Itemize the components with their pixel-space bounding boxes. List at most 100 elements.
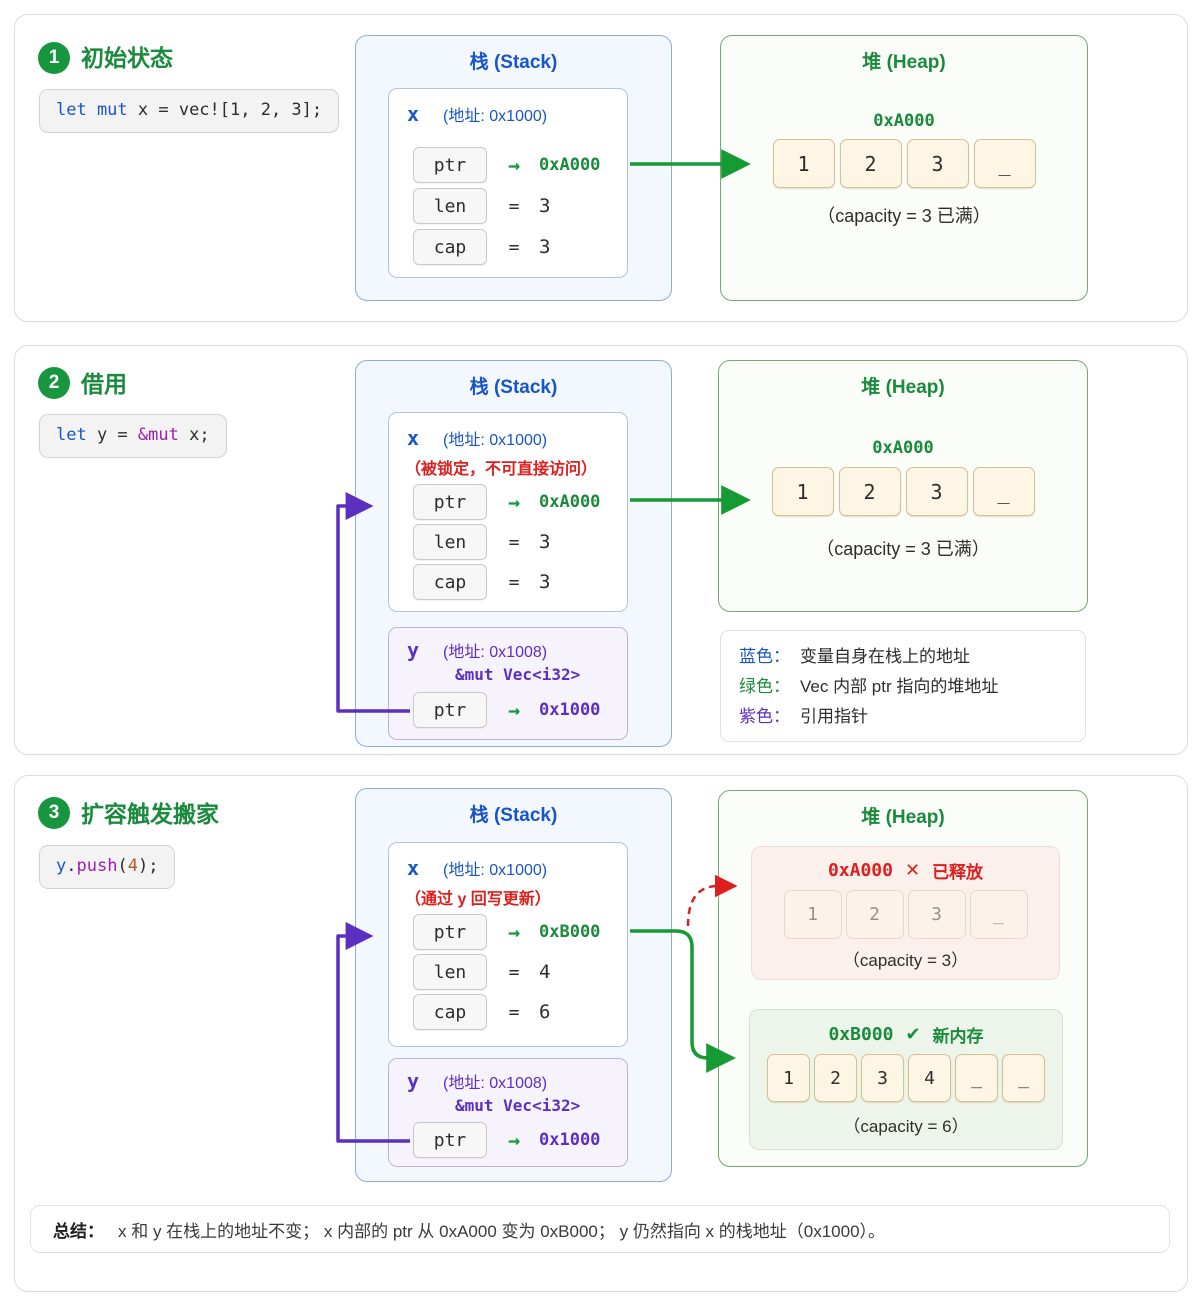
code-text: );: [137, 856, 159, 876]
stack-row-ptr: ptr → 0xB000: [413, 914, 600, 950]
color-legend: 蓝色： 变量自身在栈上的地址 绿色： Vec 内部 ptr 指向的堆地址 紫色：…: [720, 630, 1086, 742]
var-type: &mut Vec<i32>: [455, 1096, 581, 1115]
code-operator: &mut: [137, 425, 179, 445]
field-label: len: [413, 954, 487, 990]
heap-panel-2: 堆 (Heap) 0xA000 1 2 3 _ （capacity = 3 已满…: [718, 360, 1088, 612]
var-address: (地址: 0x1008): [443, 644, 548, 661]
var-name: x: [407, 102, 420, 126]
code-snippet-2: let y = &mut x;: [39, 414, 227, 458]
heap-panel-3: 堆 (Heap) 0xA000 ✕ 已释放 1 2 3 _ （capacity …: [718, 790, 1088, 1167]
stack-panel-title: 栈 (Stack): [469, 805, 558, 826]
heap-panel-title: 堆 (Heap): [861, 377, 945, 398]
field-value: 0x1000: [539, 700, 601, 720]
code-keyword: let: [56, 425, 87, 445]
stack-row-len: len = 3: [413, 188, 550, 224]
step-3-badge: 3: [38, 797, 70, 829]
heap-cell: _: [955, 1054, 998, 1102]
heap-cell: 1: [767, 1054, 810, 1102]
heap-cell: _: [972, 467, 1035, 516]
field-value: 4: [539, 961, 551, 983]
code-keyword: let mut: [56, 100, 128, 120]
pointer-arrow-glyph: →: [507, 490, 521, 514]
var-name: x: [407, 856, 420, 880]
heap-cells: 1 2 3 4 _ _: [750, 1054, 1062, 1102]
field-value: 3: [539, 195, 551, 217]
var-y-box-3: y (地址: 0x1008) &mut Vec<i32> ptr → 0x100…: [388, 1058, 628, 1167]
stack-panel-title: 栈 (Stack): [469, 52, 558, 73]
stack-row-len: len = 3: [413, 524, 550, 560]
field-label: len: [413, 188, 487, 224]
freed-label: 已释放: [932, 863, 984, 882]
heap-cell: 2: [838, 467, 901, 516]
field-label: cap: [413, 564, 487, 600]
stack-row-len: len = 4: [413, 954, 550, 990]
var-y-header: y (地址: 0x1008): [407, 637, 547, 663]
heap-cell: 1: [771, 467, 834, 516]
heap-cell: 2: [839, 139, 902, 188]
equals-glyph: =: [508, 571, 520, 593]
legend-item-blue: 蓝色： 变量自身在栈上的地址: [739, 642, 1067, 672]
var-name: x: [407, 426, 420, 450]
new-block-title: 0xB000 ✔ 新内存: [750, 1022, 1062, 1047]
heap-address: 0xA000: [827, 860, 893, 881]
heap-new-block: 0xB000 ✔ 新内存 1 2 3 4 _ _ （capacity = 6）: [749, 1009, 1063, 1150]
stack-panel-title: 栈 (Stack): [469, 377, 558, 398]
heap-cell: 3: [907, 890, 966, 939]
heap-cell: 4: [908, 1054, 951, 1102]
heap-freed-block: 0xA000 ✕ 已释放 1 2 3 _ （capacity = 3）: [751, 846, 1060, 980]
field-label: ptr: [413, 147, 487, 183]
freed-block-title: 0xA000 ✕ 已释放: [752, 858, 1059, 883]
legend-term: 绿色：: [739, 677, 790, 696]
var-address: (地址: 0x1000): [443, 432, 548, 449]
heap-cell: _: [973, 139, 1036, 188]
heap-caption: （capacity = 3 已满）: [816, 539, 990, 559]
heap-cells: 1 2 3 _: [719, 467, 1087, 516]
legend-desc: Vec 内部 ptr 指向的堆地址: [800, 677, 999, 696]
field-label: ptr: [413, 484, 487, 520]
step-3-title: 扩容触发搬家: [81, 801, 219, 827]
heap-address: 0xA000: [873, 111, 935, 131]
legend-term: 紫色：: [739, 707, 790, 726]
var-type: &mut Vec<i32>: [455, 665, 581, 684]
field-value: 3: [539, 571, 551, 593]
writeback-note: （通过 y 回写更新）: [405, 891, 551, 908]
step-1-badge: 1: [38, 42, 70, 74]
heap-cells: 1 2 3 _: [721, 139, 1087, 188]
summary-label: 总结：: [53, 1221, 104, 1241]
heap-panel-title: 堆 (Heap): [862, 52, 946, 73]
code-var: y: [56, 856, 67, 876]
summary-text: x 和 y 在栈上的地址不变； x 内部的 ptr 从 0xA000 变为 0x…: [118, 1221, 886, 1241]
var-address: (地址: 0x1000): [443, 862, 548, 879]
field-label: cap: [413, 229, 487, 265]
equals-glyph: =: [508, 195, 520, 217]
field-label: cap: [413, 994, 487, 1030]
pointer-arrow-glyph: →: [507, 1128, 521, 1152]
heap-cell: 2: [845, 890, 904, 939]
step-2-badge: 2: [38, 367, 70, 399]
code-snippet-1: let mut x = vec![1, 2, 3];: [39, 89, 340, 133]
code-text: x;: [178, 425, 210, 445]
heap-caption: （capacity = 3）: [842, 951, 969, 970]
heap-cell: 3: [906, 139, 969, 188]
equals-glyph: =: [508, 531, 520, 553]
code-text: (: [117, 856, 128, 876]
summary-box: 总结： x 和 y 在栈上的地址不变； x 内部的 ptr 从 0xA000 变…: [30, 1205, 1170, 1253]
code-snippet-3: y.push(4);: [39, 845, 176, 889]
step-2-title: 借用: [81, 371, 127, 397]
heap-panel-1: 堆 (Heap) 0xA000 1 2 3 _ （capacity = 3 已满…: [720, 35, 1088, 301]
var-x-box-1: x (地址: 0x1000) ptr → 0xA000 len = 3 cap …: [388, 88, 628, 278]
borrow-locked-note: （被锁定，不可直接访问）: [405, 461, 598, 478]
new-label: 新内存: [932, 1027, 984, 1046]
field-label: ptr: [413, 692, 487, 728]
var-x-header: x (地址: 0x1000): [407, 425, 547, 451]
field-label: ptr: [413, 1122, 487, 1158]
heap-address: 0xA000: [872, 438, 934, 458]
field-value: 0xB000: [539, 922, 601, 942]
var-y-header: y (地址: 0x1008): [407, 1068, 547, 1094]
code-text: .: [66, 856, 77, 876]
equals-glyph: =: [508, 1001, 520, 1023]
stack-row-ptr: ptr → 0x1000: [413, 692, 600, 728]
equals-glyph: =: [508, 236, 520, 258]
heap-cell: 3: [905, 467, 968, 516]
stack-row-cap: cap = 6: [413, 994, 550, 1030]
